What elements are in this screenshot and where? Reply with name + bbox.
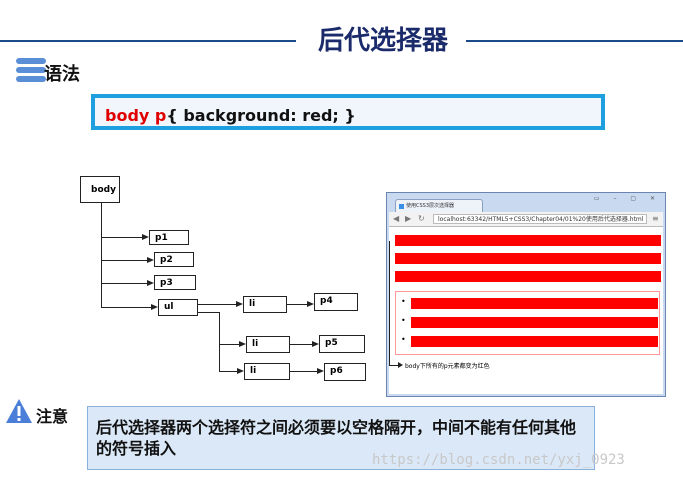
tree-node-p1: p1 <box>149 230 189 245</box>
page-icon <box>399 204 404 209</box>
page-title: 后代选择器 <box>318 26 449 56</box>
section-label-syntax: 语法 <box>44 64 80 85</box>
menu-icon[interactable]: ≡ <box>652 214 659 223</box>
list-icon <box>16 58 46 84</box>
tree-line <box>101 260 147 261</box>
red-paragraph-p6 <box>411 336 658 347</box>
list-bullet: • <box>401 297 406 306</box>
warning-icon <box>6 399 32 423</box>
tree-line <box>290 344 312 345</box>
browser-tab-title: 使用CSS3层次选择器 <box>406 203 455 209</box>
tree-line <box>219 371 237 372</box>
arrow-head <box>147 257 154 263</box>
title-rule-left <box>0 40 296 42</box>
tree-line <box>219 312 220 371</box>
tree-node-p5: p5 <box>319 335 365 353</box>
annotation-line <box>389 365 398 366</box>
arrow-head <box>317 368 324 374</box>
tree-node-li: li <box>246 336 290 353</box>
note-label: 注意 <box>36 407 69 426</box>
code-declaration: { background: red; } <box>166 106 356 125</box>
arrow-head <box>147 280 154 286</box>
url-field[interactable]: localhost:63342/HTML5+CSS3/Chapter04/01%… <box>433 214 647 224</box>
tree-line <box>287 304 307 305</box>
note-text: 后代选择器两个选择符之间必须要以空格隔开，中间不能有任何其他的符号插入 <box>96 418 577 458</box>
arrow-head <box>398 362 403 368</box>
tree-line <box>198 304 236 305</box>
back-icon[interactable]: ◀ <box>393 214 400 223</box>
watermark: https://blog.csdn.net/yxj_0923 <box>372 452 625 468</box>
tree-node-p4: p4 <box>314 293 358 311</box>
browser-window: ▭ – ▢ ✕ 使用CSS3层次选择器 ◀ ▶ ↻ localhost:6334… <box>386 192 666 397</box>
tree-node-ul: ul <box>158 299 198 316</box>
code-line: body p{ background: red; } <box>105 106 356 125</box>
code-box: body p{ background: red; } <box>91 94 605 130</box>
red-paragraph-p5 <box>411 317 658 328</box>
page-viewport: • • • body下所有的p元素都变为红色 <box>389 227 663 394</box>
annotation-text: body下所有的p元素都变为红色 <box>405 363 490 370</box>
arrow-head <box>142 234 149 240</box>
arrow-head <box>307 301 314 307</box>
arrow-head <box>151 304 158 310</box>
ul-box <box>395 291 660 355</box>
tree-line <box>198 312 220 313</box>
list-bullet: • <box>401 335 406 344</box>
tree-line <box>290 371 317 372</box>
arrow-head <box>312 341 319 347</box>
tree-node-p2: p2 <box>154 252 194 267</box>
tree-line <box>101 307 151 308</box>
tree-line <box>219 344 239 345</box>
red-paragraph-p2 <box>395 253 661 264</box>
red-paragraph-p1 <box>395 235 661 246</box>
reload-icon[interactable]: ↻ <box>418 214 425 223</box>
tree-line <box>101 237 142 238</box>
arrow-head <box>236 301 243 307</box>
tree-node-p3: p3 <box>154 275 196 290</box>
tree-node-body: body <box>80 176 120 203</box>
arrow-head <box>237 368 244 374</box>
tree-line <box>101 203 102 307</box>
tree-node-p6: p6 <box>324 363 366 381</box>
note-box: 后代选择器两个选择符之间必须要以空格隔开，中间不能有任何其他的符号插入 <box>87 406 595 470</box>
forward-icon[interactable]: ▶ <box>405 214 412 223</box>
list-bullet: • <box>401 316 406 325</box>
title-rule-right <box>466 40 683 42</box>
red-paragraph-p3 <box>395 271 661 282</box>
arrow-head <box>239 341 246 347</box>
tree-node-li: li <box>244 363 290 380</box>
annotation-line <box>389 241 390 365</box>
tree-line <box>101 283 147 284</box>
red-paragraph-p4 <box>411 298 658 309</box>
tree-node-li: li <box>243 296 287 313</box>
address-bar: ◀ ▶ ↻ localhost:63342/HTML5+CSS3/Chapter… <box>389 212 663 227</box>
window-controls[interactable]: ▭ – ▢ ✕ <box>593 195 661 202</box>
code-selector: body p <box>105 106 167 125</box>
browser-tab[interactable]: 使用CSS3层次选择器 <box>395 199 483 212</box>
